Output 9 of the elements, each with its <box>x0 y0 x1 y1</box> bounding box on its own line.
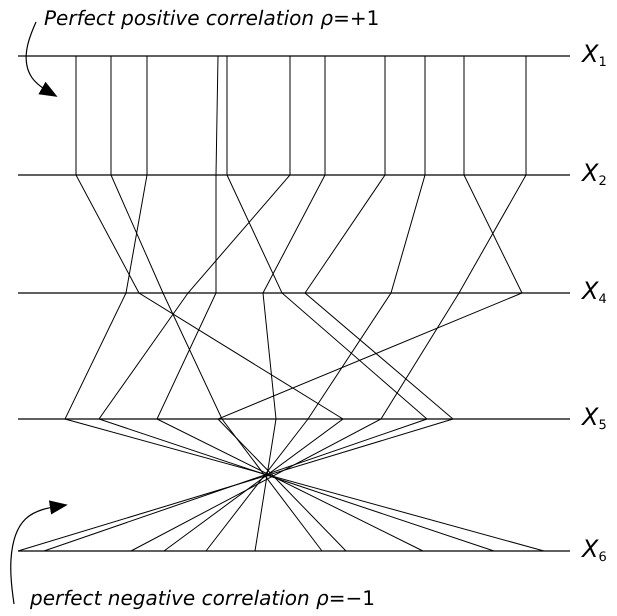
annotation-text: perfect negative correlation ρ=−1 <box>30 586 375 610</box>
curved-arrow <box>26 22 58 97</box>
annotation-text: Perfect positive correlation ρ=+1 <box>44 6 380 30</box>
axis-label: X$_{6}$ <box>582 535 607 567</box>
curved-arrow <box>10 500 68 604</box>
axis-label: X$_{1}$ <box>582 40 607 72</box>
axis-label: X$_{4}$ <box>582 277 607 309</box>
axis-label: X$_{5}$ <box>582 403 607 435</box>
axis-label: X$_{2}$ <box>582 159 607 191</box>
